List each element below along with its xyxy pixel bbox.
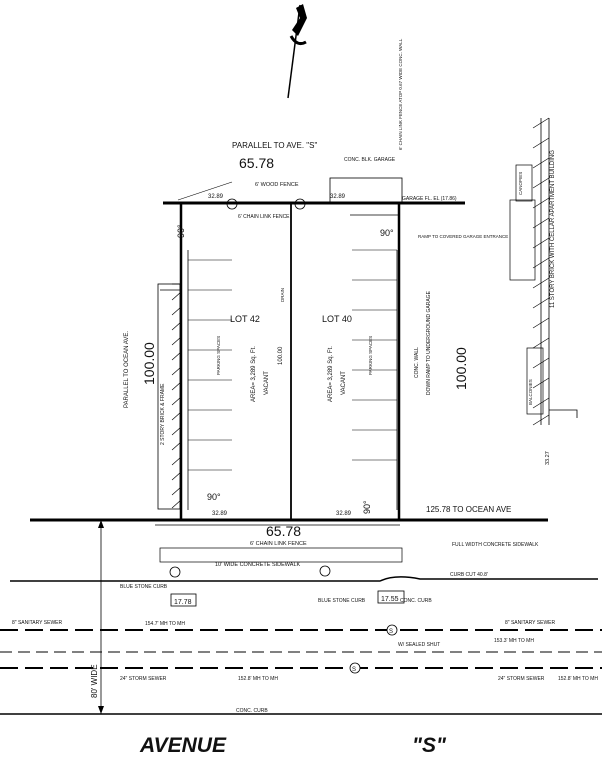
lot-40-label: LOT 40	[322, 314, 352, 324]
wood-fence-label: 6' WOOD FENCE	[255, 182, 299, 188]
left-parallel-label: PARALLEL TO OCEAN AVE.	[124, 331, 130, 408]
drain-label: DRAIN	[280, 288, 285, 302]
avenue-label: AVENUE	[139, 734, 227, 757]
right-dimension: 100.00	[453, 347, 469, 390]
sidewalk-strip	[159, 547, 403, 563]
ramp-underground-label: DOWN RAMP TO UNDERGROUND GARAGE	[426, 290, 432, 395]
left-building	[157, 283, 182, 510]
sidewalk-label: 10' WIDE CONCRETE SIDEWALK	[215, 562, 301, 568]
lot-40-parking-stalls	[352, 249, 397, 461]
mh-152-8-right: 152.8' MH TO MH	[558, 676, 598, 682]
apartment-building-label: 11 STORY BRICK WITH CELLAR APARTMENT BUI…	[550, 150, 556, 308]
ramp-garage-note: RAMP TO COVERED GARAGE ENTRANCE	[418, 234, 508, 239]
mh-154-7: 154.7' MH TO MH	[145, 621, 185, 627]
lot-42-label: LOT 42	[230, 314, 260, 324]
left-dimension: 100.00	[141, 342, 157, 385]
property-boundary	[163, 201, 465, 520]
balconies-label: BALCONIES	[528, 379, 533, 405]
curb-cut-label: CURB CUT 40.8'	[450, 572, 488, 578]
right-building	[509, 117, 578, 426]
lot-42-parking-stalls	[188, 259, 232, 471]
conc-curb-label: CONC. CURB	[400, 598, 432, 604]
avenue-s-label: "S"	[412, 734, 447, 757]
elevation-17-55: 17.55	[381, 596, 399, 603]
far-conc-curb-label: CONC. CURB	[236, 708, 268, 714]
bottom-left-subdim: 32.89	[212, 511, 228, 517]
top-dimension: 65.78	[239, 155, 274, 171]
top-chain-fence-label: 6' CHAIN LINK FENCE	[238, 214, 290, 220]
full-width-sidewalk-label: FULL WIDTH CONCRETE SIDEWALK	[452, 542, 539, 548]
angle-top-left: 90°	[176, 224, 186, 238]
svg-text:S: S	[389, 629, 393, 635]
center-depth-dim: 100.00	[278, 346, 284, 365]
bottom-dimension: 65.78	[266, 523, 301, 539]
blue-stone-curb-left: BLUE STONE CURB	[120, 584, 168, 590]
sanitary-sewer-right: 8" SANITARY SEWER	[505, 620, 556, 626]
angle-top-right: 90°	[380, 228, 394, 238]
lot-42-status: VACANT	[264, 371, 270, 395]
mh-152-8: 152.8' MH TO MH	[238, 676, 278, 682]
svg-text:S: S	[352, 667, 356, 673]
manhole-icon	[386, 624, 398, 636]
ocean-ave-distance: 125.78 TO OCEAN AVE	[426, 505, 511, 514]
lot-40-parking: PARKING SPACES	[368, 336, 373, 375]
storm-manhole-icon	[349, 662, 361, 674]
lot-40-status: VACANT	[341, 371, 347, 395]
left-building-label: 2 STORY BRICK & FRAME	[160, 383, 166, 445]
lot-40-area: AREA= 3,289 Sq. Ft.	[328, 346, 334, 402]
elevation-17-78: 17.78	[174, 599, 192, 606]
mh-153-3: 153.3' MH TO MH	[494, 638, 534, 644]
elevation-33-27: 33.27	[545, 451, 551, 465]
tree-symbols	[169, 198, 331, 578]
north-arrow-icon	[287, 4, 307, 99]
angle-bottom-right: 90°	[362, 500, 372, 514]
sealed-shut-label: W/ SEALED SHUT	[398, 642, 440, 648]
bottom-right-subdim: 32.89	[336, 511, 352, 517]
street-width-label: 80' WIDE	[90, 664, 99, 698]
conc-wall-label: CONC. WALL	[414, 347, 420, 378]
garage-floor-label: GARAGE FL. EL (17.86)	[402, 196, 457, 202]
angle-bottom-left: 90°	[207, 492, 221, 502]
lot-42-parking: PARKING SPACES	[216, 336, 221, 375]
canopies-label: CANOPIES	[518, 172, 523, 195]
storm-sewer-right: 24" STORM SEWER	[498, 676, 545, 682]
parallel-ave-s-label: PARALLEL TO AVE. "S"	[232, 141, 317, 150]
curb-line	[10, 576, 598, 582]
conc-blk-garage-label: CONC. BLK. GARAGE	[344, 157, 396, 163]
sanitary-sewer-left: 8" SANITARY SEWER	[12, 620, 63, 626]
bottom-chain-fence-label: 6' CHAIN LINK FENCE	[250, 541, 307, 547]
top-right-subdim: 32.89	[330, 194, 346, 200]
storm-sewer-left: 24" STORM SEWER	[120, 676, 167, 682]
chain-fence-wall-note: 6' CHAIN LINK FENCE ATOP 0.67 WIDE CONC.…	[398, 38, 403, 150]
lot-42-area: AREA= 3,289 Sq. Ft.	[251, 346, 257, 402]
blue-stone-curb-right: BLUE STONE CURB	[318, 598, 366, 604]
top-left-subdim: 32.89	[208, 194, 224, 200]
